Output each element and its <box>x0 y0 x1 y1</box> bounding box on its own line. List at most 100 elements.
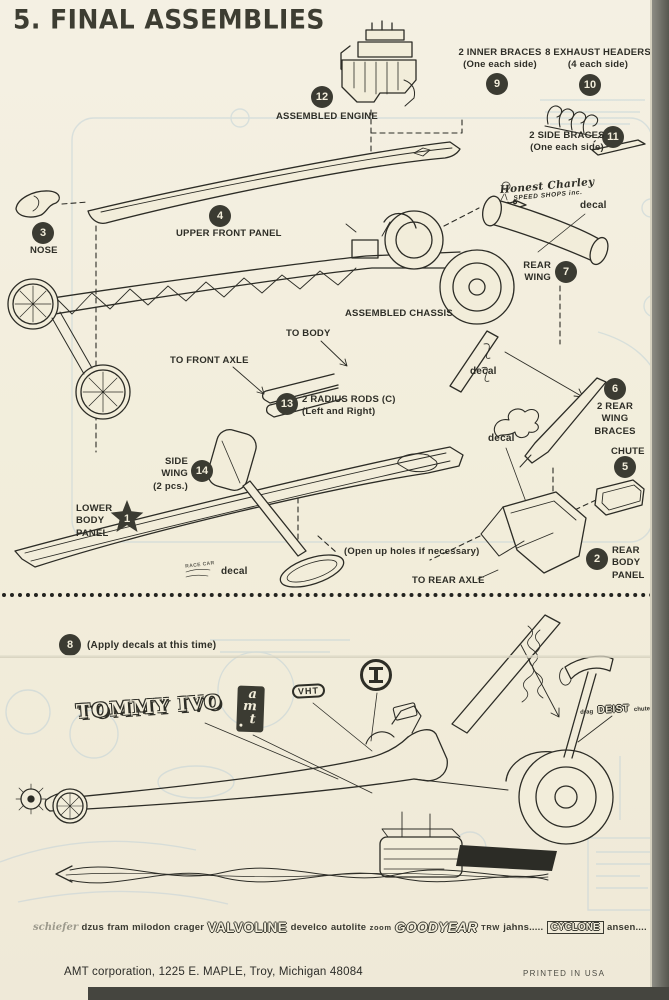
label-line: PANEL <box>76 527 109 539</box>
label-line: (One each side) <box>463 59 537 71</box>
sponsor-valvoline: VALVOLINE <box>207 920 288 935</box>
tall-flame-decal-drawing <box>451 614 613 743</box>
callout-11: 11 <box>602 126 624 148</box>
label-to-body: TO BODY <box>286 328 331 339</box>
callout-2: 2 <box>586 548 608 570</box>
sponsor-jahns: jahns..... <box>503 922 544 933</box>
label-upper-front-panel: UPPER FRONT PANEL <box>176 228 282 239</box>
engine-drawing <box>340 20 417 107</box>
amt-letter-t: t <box>249 711 256 728</box>
label-assembled-chassis: ASSEMBLED CHASSIS <box>345 308 453 319</box>
sponsor-milodon: milodon <box>132 922 171 933</box>
label-line: (4 each side) <box>567 59 629 71</box>
sponsor-cyclone: CYCLONE <box>546 921 604 934</box>
label-to-rear-axle: TO REAR AXLE <box>412 575 485 586</box>
label-to-front-axle: TO FRONT AXLE <box>170 355 249 366</box>
assembly-dashed-lines <box>61 109 609 561</box>
label-lower-body-panel: LOWER BODY PANEL <box>76 503 112 540</box>
amt-logo: a m t <box>236 685 265 733</box>
label-line: 2 INNER BRACES <box>458 47 542 58</box>
label-chute: CHUTE <box>611 446 645 457</box>
race-car-decal-mark <box>185 569 211 578</box>
label-nose: NOSE <box>30 245 58 256</box>
label-line: 2 REAR <box>596 401 634 412</box>
finished-car-drawing <box>15 655 614 845</box>
label-decal-race-car: decal <box>221 566 248 577</box>
deist-name: DEIST <box>597 703 630 716</box>
decal-pointer-lines <box>204 692 378 794</box>
sponsor-develco: develco <box>290 922 328 933</box>
callout-10: 10 <box>579 74 601 96</box>
label-decal-rear-wing: decal <box>580 200 607 211</box>
label-side-wing: SIDE WING (2 pcs.) <box>152 456 188 493</box>
sponsor-dzus: dzus <box>81 922 104 933</box>
label-line: WING <box>524 272 551 284</box>
callout-14: 14 <box>191 460 213 482</box>
footer-printed-in-usa: PRINTED IN USA <box>523 969 606 978</box>
label-line: WING <box>161 468 188 480</box>
label-line: PANEL <box>612 569 645 581</box>
label-line: (2 pcs.) <box>153 480 188 492</box>
label-decal-flame: decal <box>488 433 515 444</box>
exhaust-headers-drawing <box>544 105 599 137</box>
callout-8: 8 <box>59 634 81 656</box>
label-side-braces: 2 SIDE BRACES (One each side) <box>528 130 606 155</box>
label-line: (One each side) <box>530 142 604 154</box>
label-line: (Left and Right) <box>302 406 376 418</box>
sponsor-autolite: autolite <box>330 922 367 933</box>
label-rear-body-panel: REAR BODY PANEL <box>612 545 645 582</box>
sponsor-row: schiefer dzus fram milodon crager VALVOL… <box>33 920 647 935</box>
vht-logo: VHT <box>291 683 326 699</box>
sponsor-schiefer: schiefer <box>33 922 79 933</box>
sponsor-goodyear: GOODYEAR <box>394 920 478 935</box>
paper-fold-crease <box>0 655 655 658</box>
label-line: WING <box>601 413 629 425</box>
label-line: REAR <box>612 545 640 556</box>
label-line: REAR <box>523 260 551 271</box>
deist-prefix: drag <box>580 709 594 716</box>
sponsor-crager: crager <box>173 922 205 933</box>
bottom-stripe-decal-drawing <box>55 865 549 884</box>
callout-6: 6 <box>604 378 626 400</box>
label-inner-braces: 2 INNER BRACES (One each side) <box>452 47 548 72</box>
label-line: 8 EXHAUST HEADERS <box>545 47 651 58</box>
radius-rods-drawing <box>232 340 348 418</box>
callout-3: 3 <box>32 222 54 244</box>
callout-5: 5 <box>614 456 636 478</box>
round-emblem-logo <box>360 659 392 691</box>
label-assembled-engine: ASSEMBLED ENGINE <box>276 111 378 122</box>
page-title: 5. FINAL ASSEMBLIES <box>13 4 325 35</box>
label-radius-rods: 2 RADIUS RODS (C) (Left and Right) <box>302 394 396 419</box>
label-line: 2 SIDE BRACES <box>529 130 605 141</box>
label-line: SIDE <box>165 456 188 467</box>
scan-edge-bottom <box>88 987 669 1000</box>
chute-pack-drawing <box>379 811 557 878</box>
sponsor-ansen: ansen.... <box>606 922 647 933</box>
deist-chutes-logo: drag DEIST chutes <box>580 697 654 719</box>
wing-brace-decal-drawing <box>449 330 584 557</box>
side-brace-drawing <box>591 139 646 156</box>
callout-9: 9 <box>486 73 508 95</box>
sponsor-trw: TRW <box>481 923 500 932</box>
callout-4: 4 <box>209 205 231 227</box>
label-rear-wing-braces: 2 REAR WING BRACES <box>591 401 639 438</box>
label-rear-wing: REAR WING <box>519 260 551 285</box>
callout-12: 12 <box>311 86 333 108</box>
label-exhaust-headers: 8 EXHAUST HEADERS (4 each side) <box>538 47 658 72</box>
label-line: LOWER <box>76 503 113 514</box>
separator-dotted <box>2 593 654 597</box>
lower-body-panel-drawing <box>14 446 464 568</box>
rear-wing-drawing <box>482 195 609 266</box>
label-line: BODY <box>612 557 641 569</box>
chassis-drawing <box>7 210 515 420</box>
callout-7: 7 <box>555 261 577 283</box>
label-line: BRACES <box>594 425 636 437</box>
nose-drawing <box>15 190 60 218</box>
label-decal-brace: decal <box>470 366 497 377</box>
label-open-holes: (Open up holes if necessary) <box>344 546 480 557</box>
rear-body-panel-drawing <box>477 491 587 580</box>
footer-address: AMT corporation, 1225 E. MAPLE, Troy, Mi… <box>64 966 363 978</box>
